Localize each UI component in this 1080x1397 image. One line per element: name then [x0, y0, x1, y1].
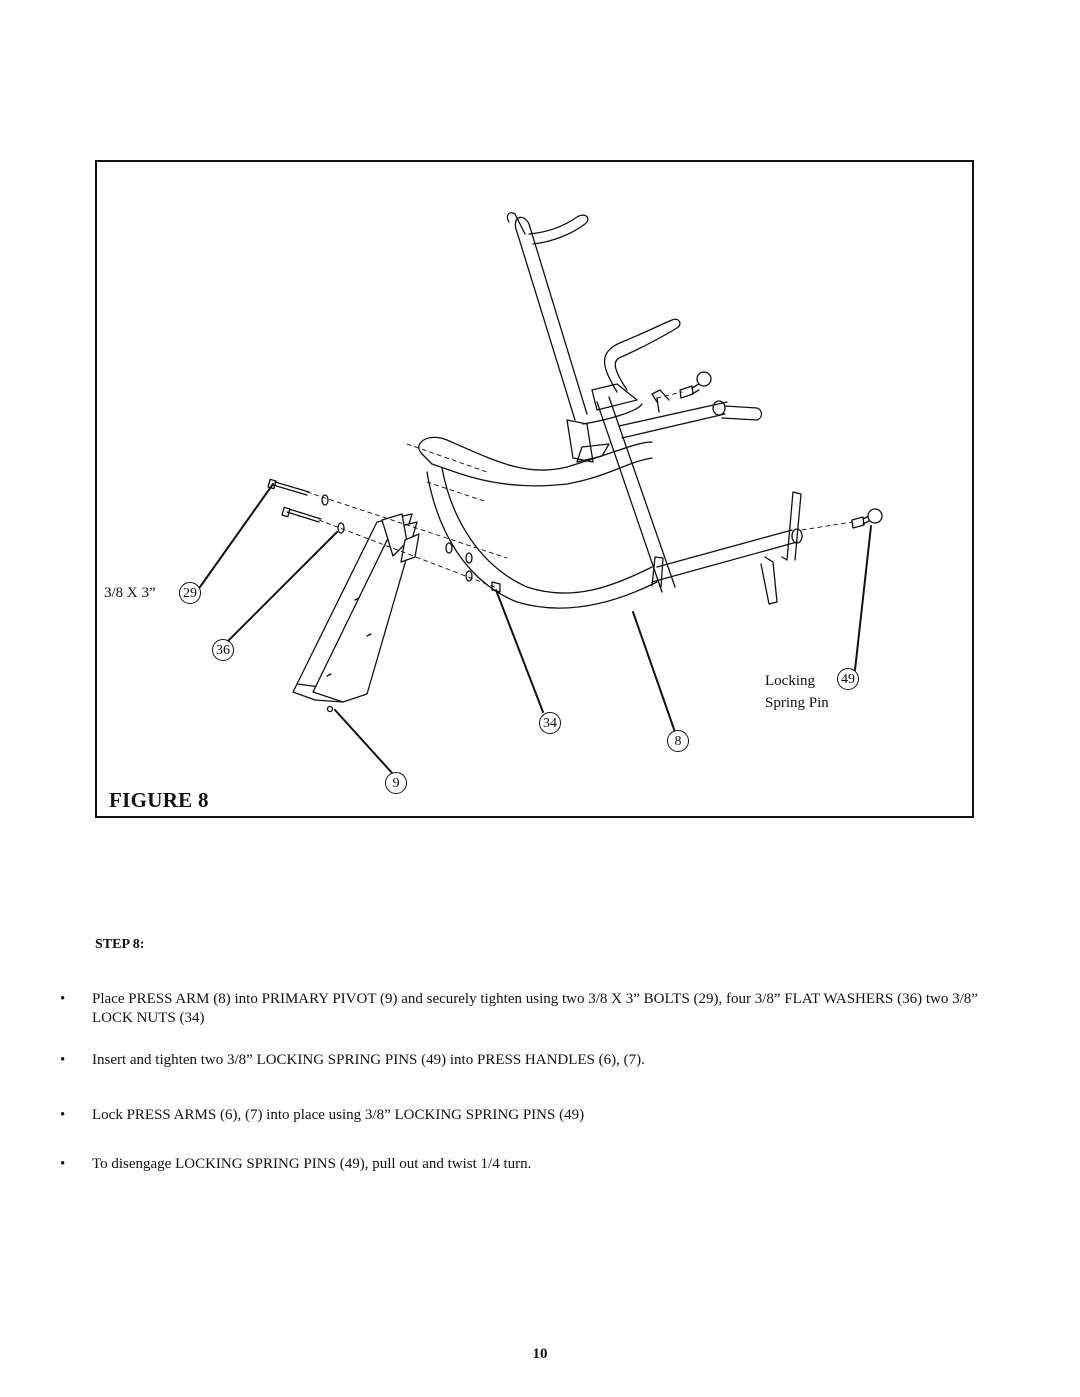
primary-pivot-part	[292, 513, 420, 713]
bolt-size-label: 3/8 X 3”	[104, 585, 156, 601]
callout-36: 36	[212, 639, 234, 661]
figure-title: FIGURE 8	[109, 788, 209, 812]
instruction-text: Insert and tighten two 3/8” LOCKING SPRI…	[92, 1052, 645, 1068]
step-heading: STEP 8:	[95, 937, 145, 952]
locking-spring-pin-parts	[679, 371, 883, 529]
spring-pin-label-line2: Spring Pin	[765, 695, 829, 711]
bullet-glyph: •	[60, 1052, 66, 1068]
assembly-diagram	[199, 212, 883, 775]
press-handle-part	[506, 212, 802, 605]
press-arm-part	[418, 403, 803, 609]
bullet-glyph: •	[60, 1156, 66, 1172]
callout-29: 29	[179, 582, 201, 604]
callout-34: 34	[539, 712, 561, 734]
spring-pin-label-line1: Locking	[765, 673, 815, 689]
callout-8: 8	[667, 730, 689, 752]
bullet-glyph: •	[60, 1107, 66, 1123]
bullet-glyph: •	[60, 991, 66, 1007]
callout-49: 49	[837, 668, 859, 690]
callout-9: 9	[385, 772, 407, 794]
instruction-text: Lock PRESS ARMS (6), (7) into place usin…	[92, 1107, 585, 1123]
page-number: 10	[532, 1346, 548, 1362]
hardware-parts	[267, 478, 501, 593]
figure-frame: 3/8 X 3” 29 36 34 8 9 Locking 49 Spring …	[95, 160, 974, 818]
instruction-text: Place PRESS ARM (8) into PRIMARY PIVOT (…	[92, 991, 978, 1026]
instruction-text: To disengage LOCKING SPRING PINS (49), p…	[92, 1156, 532, 1172]
